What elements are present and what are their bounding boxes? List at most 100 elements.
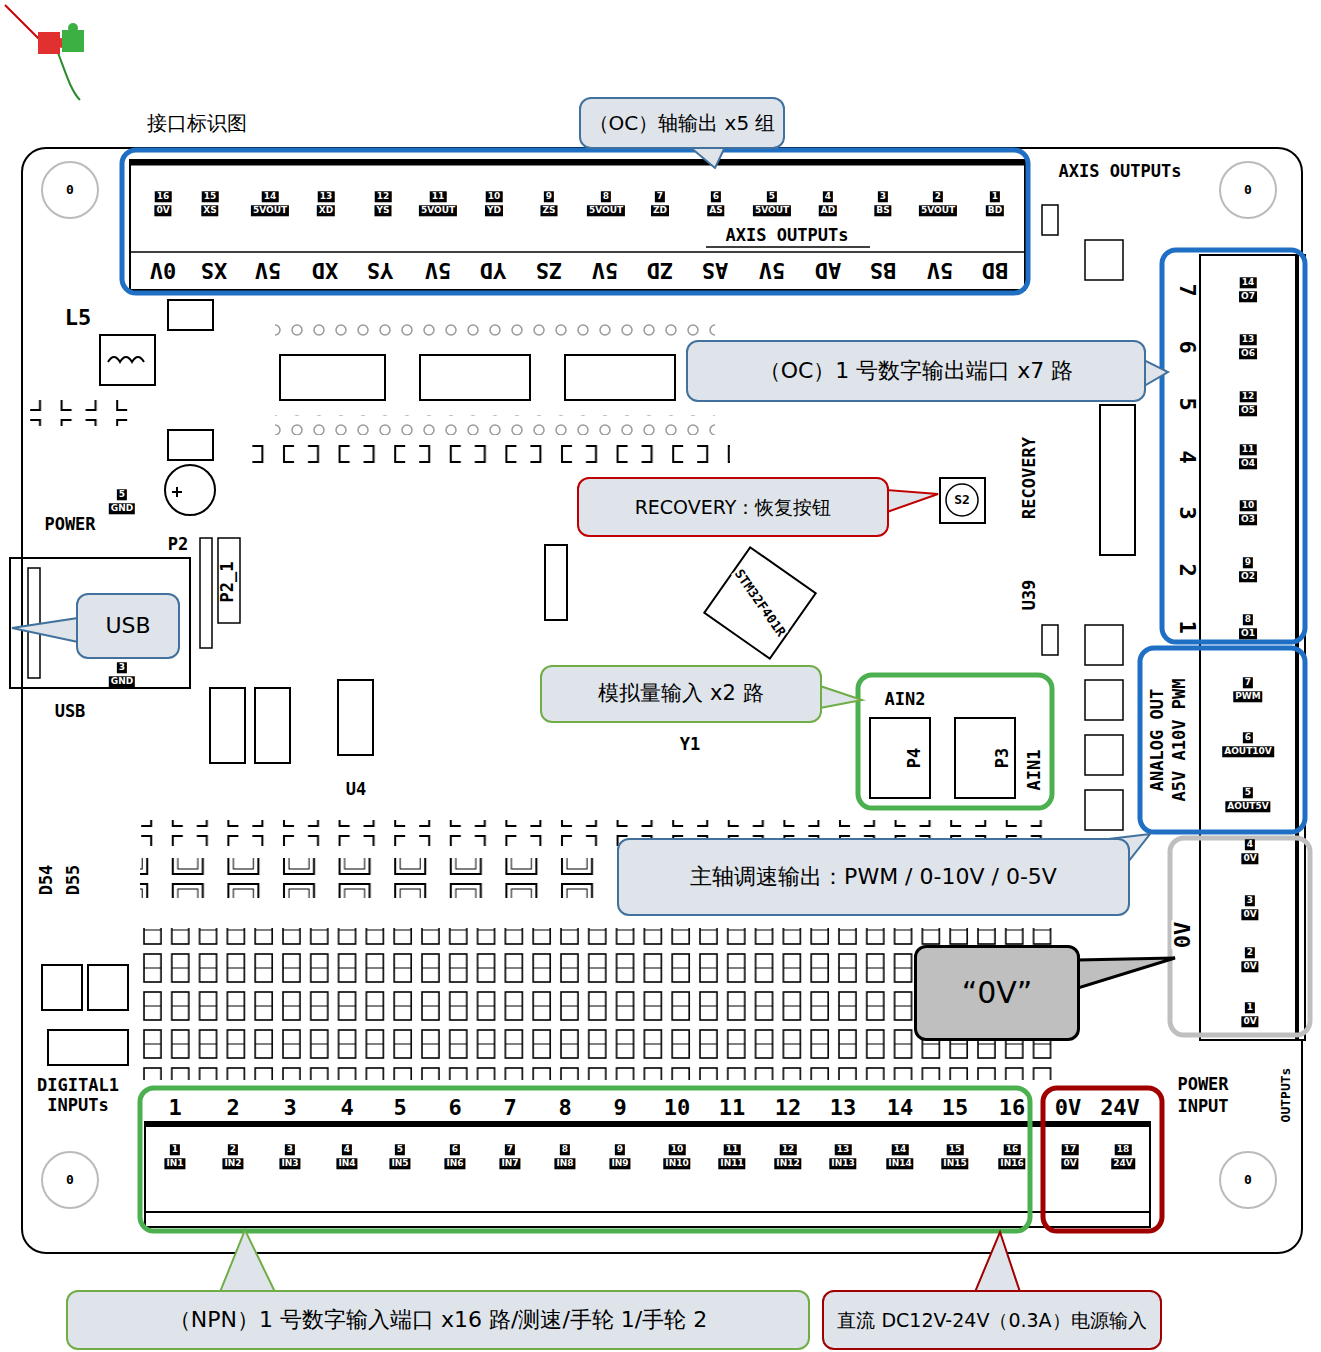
chip [1100,405,1135,555]
chip [545,545,567,620]
pin-number: 4 [342,1144,352,1155]
silkscreen-text: 8 [557,1096,572,1119]
callout-box: （OC）轴输出 x5 组 [579,97,786,149]
pin-number: 12 [780,1144,797,1155]
led-row [140,858,610,898]
callout-box: RECOVERY：恢复按钮 [577,477,889,537]
silkscreen-text: XS [200,258,229,281]
silkscreen-text: 2 [225,1096,240,1119]
pin-name: IN4 [336,1158,357,1169]
callout-box: USB [76,593,180,659]
pin-number: 6 [1243,732,1253,743]
pin-number: 15 [947,1144,964,1155]
icon-wire [5,5,40,40]
silkscreen-text: AS [701,258,730,281]
pin-number: 2 [1245,947,1255,958]
pin-number: 13 [1240,334,1257,345]
silkscreen-text: 5V [926,258,955,281]
pin-name: O1 [1239,628,1257,639]
silkscreen-text: 13 [829,1096,858,1119]
board-outline [22,148,1302,1253]
silkscreen-text: P2 [167,536,189,554]
silkscreen-text: 4 [339,1096,354,1119]
silkscreen-text: 0 [1243,183,1253,197]
silkscreen-text: D54 [38,864,56,897]
silkscreen-text: 16 [998,1096,1027,1119]
silkscreen-text: INPUTs [46,1097,109,1115]
silkscreen-text: Y1 [679,736,701,754]
inductor-coil [108,357,144,362]
terminal-block [145,1122,1150,1227]
pin-name: 0V [1241,1016,1258,1027]
silkscreen-text: OUTPUTs [1279,1067,1293,1124]
callout-tail [887,490,938,512]
group-outline [140,1088,1030,1231]
silkscreen-text: U4 [345,781,367,799]
pin-number: 14 [892,1144,909,1155]
silkscreen-text: D55 [65,864,83,897]
pin-number: 2 [933,191,943,202]
diode [168,430,213,460]
callout-box: 主轴调速输出：PWM / 0-10V / 0-5V [617,838,1130,916]
usb-connector [28,568,40,678]
smd-part [1085,735,1123,775]
pin-name: BD [986,205,1004,216]
silkscreen-text: P2_1 [219,561,237,604]
group-outline [122,150,1028,293]
chip [338,680,373,755]
silkscreen-text: 2 [1175,562,1198,577]
pin-name: IN12 [774,1158,801,1169]
callout-text: 主轴调速输出：PWM / 0-10V / 0-5V [690,864,1057,890]
pin-number: 10 [486,191,503,202]
silkscreen-text: 7 [502,1096,517,1119]
pin-number: 12 [375,191,392,202]
pin-number: 5 [395,1144,405,1155]
pin-name: IN14 [886,1158,913,1169]
silkscreen-text: BS [869,258,898,281]
terminal-edge [145,1211,1150,1213]
pin-name: 0V [1241,853,1258,864]
diode [42,965,82,1010]
inductor [100,335,155,385]
callout-box: （NPN）1 号数字输入端口 x16 路/测速/手轮 1/手轮 2 [66,1290,810,1350]
pin-name: ZD [651,205,669,216]
silkscreen-text: 0V [149,258,178,281]
pin-number: 3 [285,1144,295,1155]
callout-tail [220,1230,275,1292]
silkscreen-text: YD [479,258,508,281]
smd-part [1042,205,1058,235]
callout-tail [1078,958,1175,988]
pin-name: O2 [1239,571,1257,582]
pin-number: 9 [544,191,554,202]
crystal [255,688,290,763]
pin-name: AS [707,205,724,216]
underline [706,246,870,248]
pin-name: XD [317,205,335,216]
crystal [210,688,245,763]
silkscreen-text: 0V [1171,921,1194,950]
group-outline [1162,250,1305,642]
silkscreen-text: 5V [591,258,620,281]
pin-name: YD [485,205,503,216]
mcu-chip [704,547,815,658]
relay [420,355,530,400]
pin-name: 5VOUT [251,205,289,216]
pin-name: BS [874,205,891,216]
silkscreen-text: YS [366,258,395,281]
pin-name: IN11 [718,1158,745,1169]
silkscreen-text: 11 [718,1096,747,1119]
callout-tail [1144,360,1168,386]
pin-name: IN5 [389,1158,410,1169]
pin-number: 7 [1243,677,1253,688]
smd-part [1085,240,1123,280]
silkscreen-text: 0 [65,183,75,197]
silkscreen-text: 5V [254,258,283,281]
analog-connector [870,718,930,798]
polarity-mark [172,487,182,497]
smd-part [1085,625,1123,665]
silkscreen-text: AD [814,258,843,281]
silkscreen-text: L5 [64,306,93,329]
pin-number: 14 [262,191,279,202]
pin-number: 3 [878,191,888,202]
